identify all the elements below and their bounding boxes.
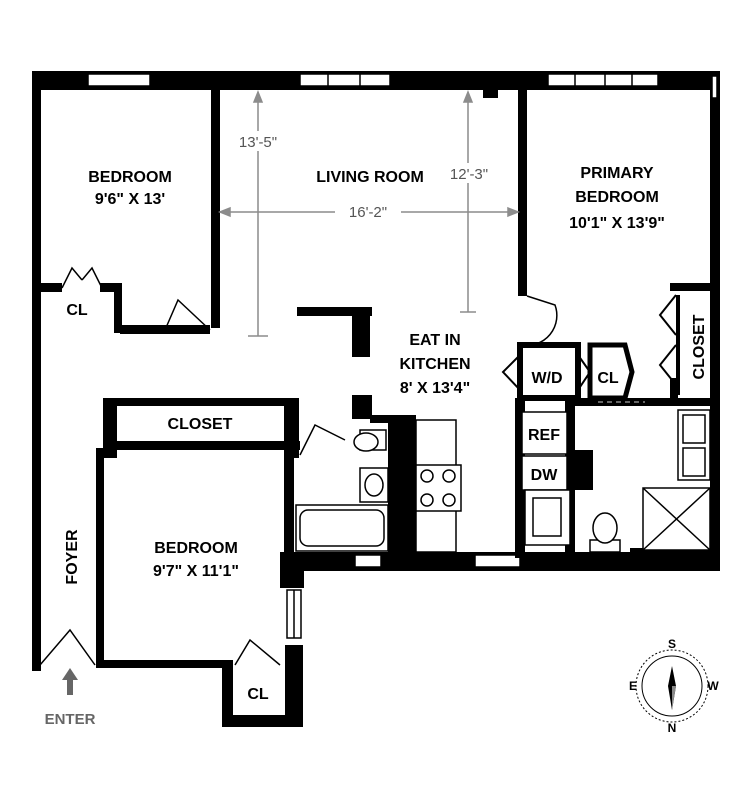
primary-bedroom-name-2: BEDROOM	[575, 189, 659, 206]
enter-label: ENTER	[45, 711, 96, 728]
small-labels: CL CLOSET CLOSET W/D CL REF DW FOYER CL	[64, 302, 708, 703]
cl-bottom-label: CL	[247, 686, 269, 703]
primary-closet	[658, 294, 680, 395]
primary-bedroom-size: 10'1" X 13'9"	[569, 215, 665, 232]
foyer-label: FOYER	[64, 529, 81, 585]
washer-dryer-closet	[517, 342, 581, 401]
living-depth-dim: 12'-3"	[450, 166, 488, 183]
bedroom-lower-size: 9'7" X 11'1"	[153, 563, 239, 580]
living-room-name: LIVING ROOM	[316, 169, 424, 186]
kitchen-name-1: EAT IN	[409, 332, 460, 349]
bedroom-left-name: BEDROOM	[88, 169, 172, 186]
bedroom-left-size: 9'6" X 13'	[95, 191, 165, 208]
ref-label: REF	[528, 427, 560, 444]
cl-kitchen-label: CL	[597, 370, 619, 387]
compass-icon: S N E W	[629, 637, 719, 735]
wd-label: W/D	[531, 370, 562, 387]
enter-arrow	[62, 668, 78, 695]
dimension-labels: 13'-5" 16'-2" 12'-3"	[226, 131, 498, 221]
compass-w: W	[707, 679, 719, 693]
interior-walls	[32, 88, 710, 663]
living-height-dim: 13'-5"	[239, 134, 277, 151]
cl-upper-left-label: CL	[66, 302, 88, 319]
bedroom-lower-name: BEDROOM	[154, 540, 238, 557]
windows	[87, 73, 718, 639]
doors	[39, 266, 558, 666]
wd-doors	[501, 342, 635, 401]
closet-right-label: CLOSET	[691, 314, 708, 379]
kitchen-size: 8' X 13'4"	[400, 380, 470, 397]
primary-bedroom-name-1: PRIMARY	[580, 165, 654, 182]
living-width-dim: 16'-2"	[349, 204, 387, 221]
compass-s: S	[668, 637, 676, 651]
closet-middle-label: CLOSET	[168, 416, 233, 433]
kitchen-name-2: KITCHEN	[399, 356, 470, 373]
room-labels: BEDROOM 9'6" X 13' LIVING ROOM PRIMARY B…	[88, 165, 665, 580]
compass-e: E	[629, 679, 637, 693]
compass-n: N	[668, 721, 677, 735]
dw-label: DW	[531, 467, 559, 484]
fixtures	[295, 409, 711, 553]
